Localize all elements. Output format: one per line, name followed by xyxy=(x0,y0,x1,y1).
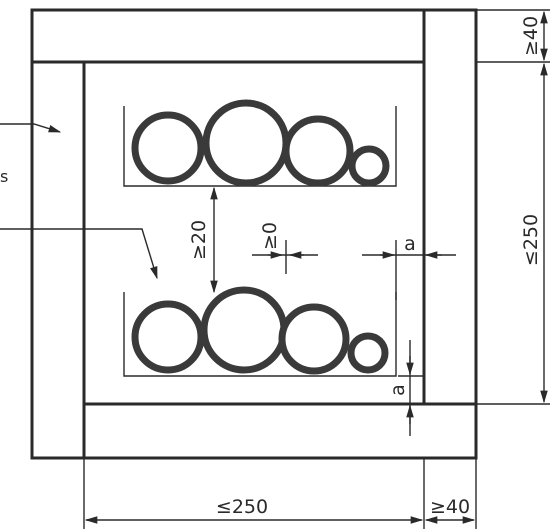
lower-pipe-1 xyxy=(131,300,205,374)
leader-lines xyxy=(0,123,158,280)
dim-gap-ge0-label: ≥0 xyxy=(259,222,281,250)
leader-arrow-lower xyxy=(0,228,158,280)
upper-pipe-4 xyxy=(348,145,390,187)
lower-pipe-4 xyxy=(347,332,389,374)
lower-pipe-3 xyxy=(278,303,350,375)
dim-bottom-ge40-label: ≥40 xyxy=(430,496,470,518)
dim-a-bottom: a xyxy=(387,340,424,436)
lower-cable-tray xyxy=(123,286,397,377)
upper-pipe-1 xyxy=(131,111,205,185)
upper-pipe-2 xyxy=(202,99,290,187)
dim-right-le250-label: ≤250 xyxy=(520,214,542,266)
left-post xyxy=(30,60,86,460)
left-fragment-label: s xyxy=(0,167,8,186)
bottom-beam xyxy=(82,402,478,460)
dim-a-right-label: a xyxy=(404,233,416,255)
dim-a-right: a xyxy=(362,233,456,300)
top-beam xyxy=(30,8,426,64)
frame xyxy=(30,8,478,460)
upper-pipe-3 xyxy=(282,115,354,187)
dim-gap-ge0: ≥0 xyxy=(252,222,318,274)
upper-cable-tray xyxy=(123,99,397,187)
dim-a-bottom-label: a xyxy=(387,384,409,396)
dim-top-right-ge40-label: ≥40 xyxy=(520,16,542,56)
lower-pipe-2 xyxy=(200,286,288,374)
dim-gap-ge20: ≥20 xyxy=(188,186,218,294)
dim-bottom-horizontal: ≤250 ≥40 xyxy=(83,458,477,529)
dim-right-vertical: ≥40 ≤250 xyxy=(424,9,550,405)
leader-arrow-upper xyxy=(0,123,62,133)
inner-frame xyxy=(83,61,425,405)
dim-bottom-le250-label: ≤250 xyxy=(216,496,268,518)
upper-tray-outline xyxy=(123,106,397,187)
lower-tray-outline xyxy=(123,292,397,377)
right-post xyxy=(422,8,478,406)
dim-gap-ge20-label: ≥20 xyxy=(188,220,210,260)
